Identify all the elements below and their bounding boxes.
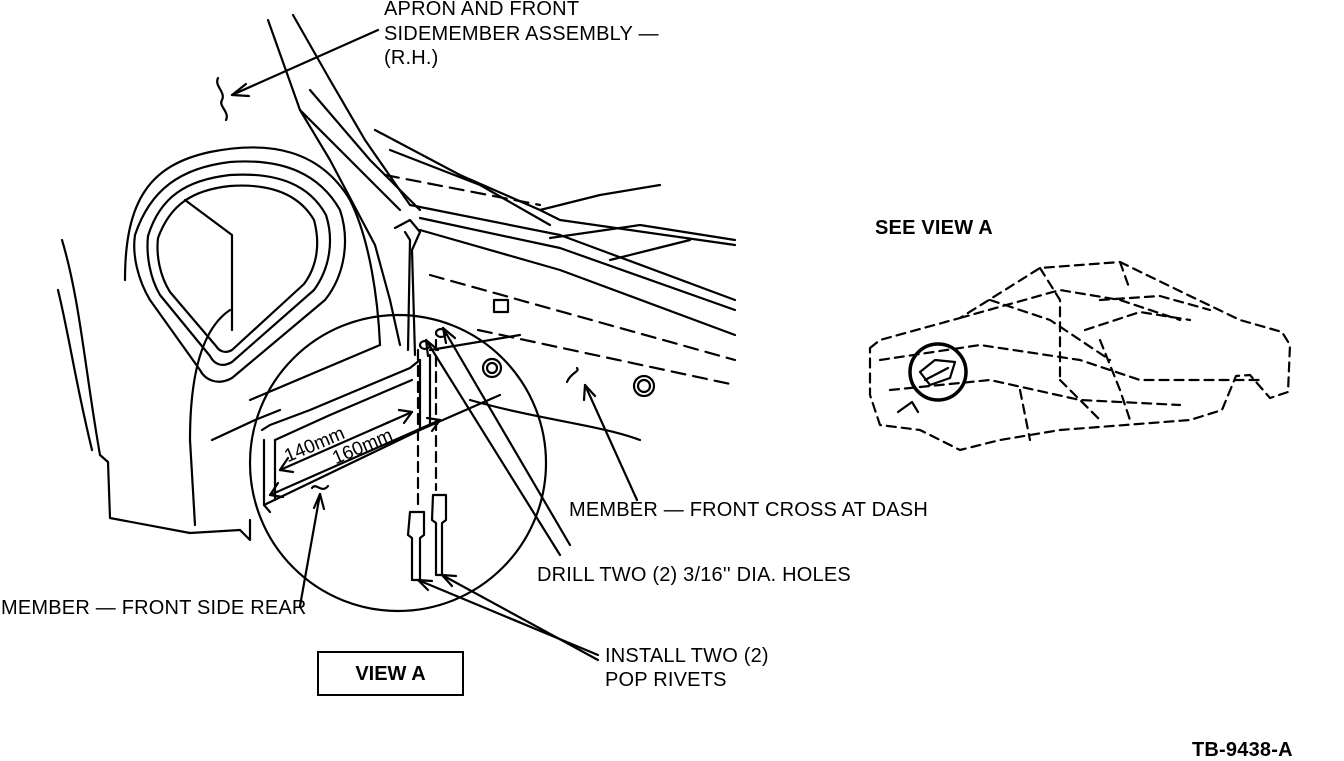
sill-holes bbox=[383, 173, 737, 398]
car-view-marker bbox=[896, 342, 968, 414]
side-rear-label: MEMBER — FRONT SIDE REAR bbox=[1, 597, 307, 619]
apron-squiggle bbox=[216, 76, 228, 122]
apron-label-line2: SIDEMEMBER ASSEMBLY — bbox=[384, 23, 659, 45]
view-a-box: VIEW A bbox=[317, 651, 464, 696]
figure-id: TB-9438-A bbox=[1192, 739, 1293, 761]
cross-member-label: MEMBER — FRONT CROSS AT DASH bbox=[569, 499, 928, 521]
see-view-label: SEE VIEW A bbox=[875, 217, 993, 239]
leader-lines bbox=[230, 28, 639, 662]
car-overview bbox=[868, 260, 1292, 452]
body-panel-outline bbox=[56, 13, 737, 542]
install-label-line1: INSTALL TWO (2) bbox=[605, 645, 769, 667]
drill-holes-label: DRILL TWO (2) 3/16'' DIA. HOLES bbox=[537, 564, 851, 586]
install-label-line2: POP RIVETS bbox=[605, 669, 727, 691]
apron-label-line3: (R.H.) bbox=[384, 47, 439, 69]
view-a-label: VIEW A bbox=[355, 663, 426, 685]
apron-label-line1: APRON AND FRONT bbox=[384, 0, 580, 20]
cross-member-squiggle bbox=[565, 366, 579, 384]
